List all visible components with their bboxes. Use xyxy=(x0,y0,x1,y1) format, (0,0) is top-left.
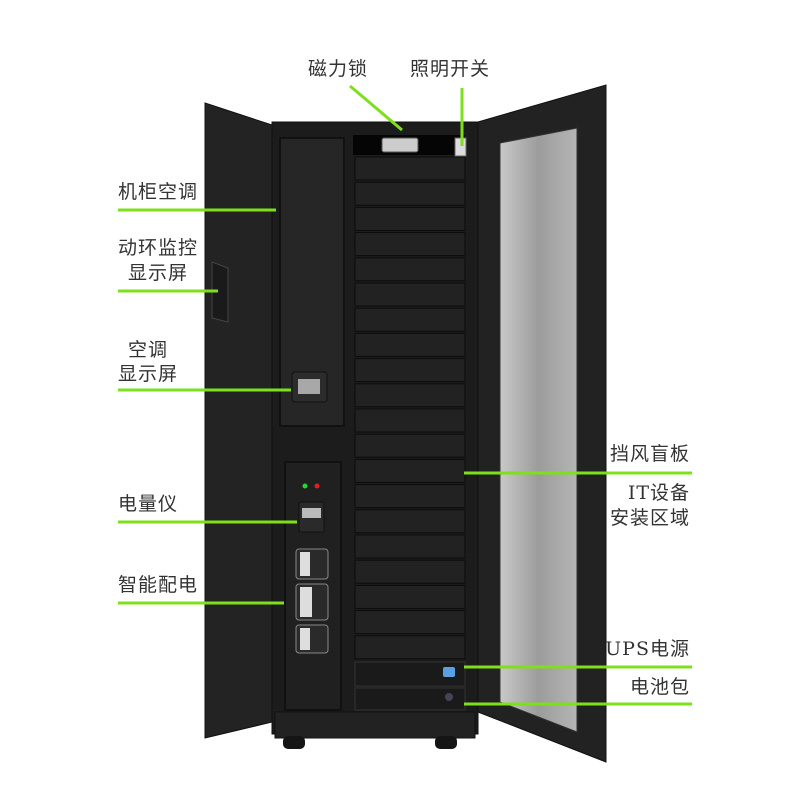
battery-pack xyxy=(354,687,466,711)
env-monitor-screen xyxy=(211,261,229,323)
blanking-panel xyxy=(354,257,466,282)
blanking-panel xyxy=(354,232,466,257)
blanking-panel xyxy=(354,584,466,609)
caster-right xyxy=(435,736,457,749)
blanking-panel xyxy=(354,282,466,307)
blanking-panel xyxy=(354,408,466,433)
blanking-panel xyxy=(354,635,466,660)
glass-panel xyxy=(499,127,578,733)
blanking-panel xyxy=(354,307,466,332)
blanking-panel xyxy=(354,509,466,534)
blanking-panels xyxy=(354,156,466,660)
label-cabinet-ac: 机柜空调 xyxy=(118,181,199,203)
label-blanking-panel: 挡风盲板 xyxy=(609,443,690,465)
label-ac-display-2: 显示屏 xyxy=(118,363,179,385)
blanking-panel xyxy=(354,559,466,584)
label-env-monitor-1: 动环监控 xyxy=(118,237,199,259)
left-door xyxy=(204,102,273,739)
led-red xyxy=(314,483,320,489)
label-ups: UPS电源 xyxy=(605,638,690,660)
label-power-meter: 电量仪 xyxy=(118,493,179,515)
blanking-panel xyxy=(354,610,466,635)
blanking-panel xyxy=(354,383,466,408)
blanking-panel xyxy=(354,156,466,181)
label-ac-display-1: 空调 xyxy=(128,339,169,361)
blanking-panel xyxy=(354,458,466,483)
blanking-panel xyxy=(354,433,466,458)
label-magnetic-lock: 磁力锁 xyxy=(308,58,369,80)
blanking-panel xyxy=(354,534,466,559)
caster-left xyxy=(283,736,305,749)
blanking-panel xyxy=(354,181,466,206)
label-it-area-2: 安装区域 xyxy=(609,507,690,529)
cabinet-base xyxy=(274,711,476,739)
label-env-monitor-2: 显示屏 xyxy=(128,262,189,284)
label-light-switch: 照明开关 xyxy=(410,58,491,80)
label-smart-pdu: 智能配电 xyxy=(118,574,199,596)
label-battery: 电池包 xyxy=(629,676,690,698)
magnetic-lock xyxy=(381,137,419,153)
blanking-panel xyxy=(354,332,466,357)
blanking-panel xyxy=(354,484,466,509)
led-green xyxy=(302,483,308,489)
blanking-panel xyxy=(354,206,466,231)
blanking-panel xyxy=(354,358,466,383)
label-it-area-1: IT设备 xyxy=(627,482,690,504)
leader-lines xyxy=(118,84,692,706)
